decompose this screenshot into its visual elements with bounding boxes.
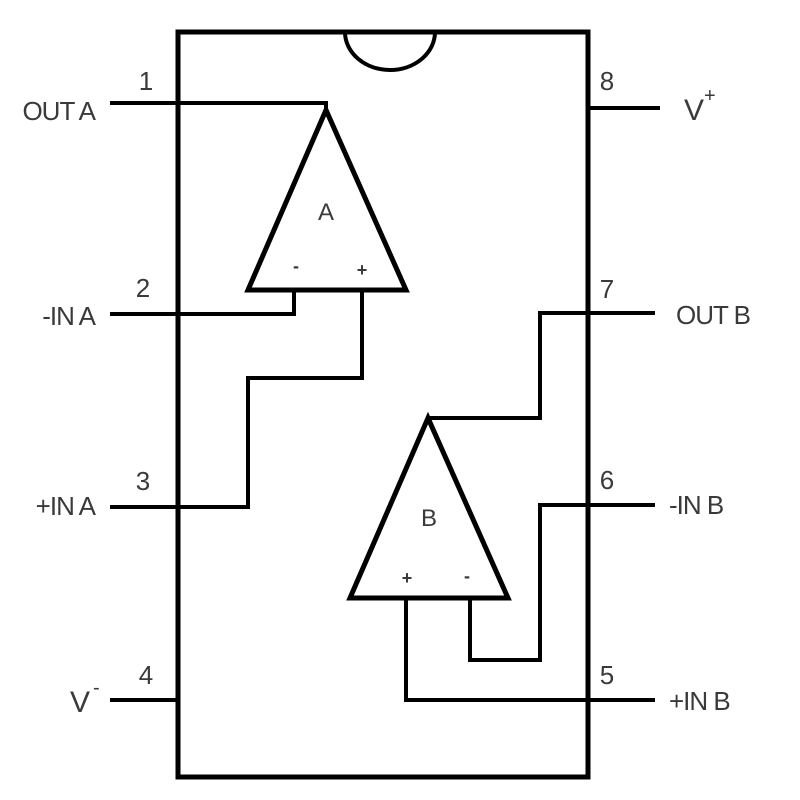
op-amp-a-noninverting-sign: + bbox=[357, 260, 368, 280]
pin-2-number: 2 bbox=[136, 273, 150, 303]
op-amp-b-triangle bbox=[346, 411, 512, 601]
ic-package-body bbox=[175, 29, 591, 780]
pin-5-number: 5 bbox=[600, 660, 614, 690]
pin-2-label: -IN A bbox=[42, 301, 96, 331]
ic-orientation-notch bbox=[343, 31, 437, 72]
pin-7-label: OUT B bbox=[676, 300, 750, 330]
op-amp-a-triangle bbox=[244, 103, 410, 293]
pin-8-number: 8 bbox=[600, 66, 614, 96]
op-amp-b-inverting-sign: - bbox=[464, 566, 470, 586]
wire-out-b bbox=[428, 311, 588, 420]
wire-in-a-inverting bbox=[178, 290, 296, 316]
op-amp-b-label: B bbox=[421, 505, 437, 532]
pin-1-number: 1 bbox=[139, 66, 153, 96]
pin-8-superscript: + bbox=[704, 85, 716, 107]
pin-4-superscript: - bbox=[93, 677, 100, 699]
pin-4-number: 4 bbox=[139, 660, 153, 690]
pin-1-label: OUT A bbox=[22, 96, 96, 126]
pin-3-label: +IN A bbox=[36, 491, 97, 521]
pin-8-label: V bbox=[684, 94, 704, 127]
pin-7-number: 7 bbox=[600, 274, 614, 304]
wire-in-b-noninverting bbox=[404, 598, 588, 702]
pin-6-number: 6 bbox=[600, 465, 614, 495]
op-amp-b-noninverting-sign: + bbox=[402, 568, 413, 588]
wire-in-a-noninverting bbox=[178, 290, 364, 509]
wire-out-a bbox=[178, 101, 328, 110]
op-amp-a-label: A bbox=[318, 199, 334, 226]
pin-4-label: V bbox=[70, 686, 90, 719]
pin-5-label: +IN B bbox=[669, 686, 730, 716]
pin-3-number: 3 bbox=[136, 466, 150, 496]
pin-6-label: -IN B bbox=[669, 490, 723, 520]
op-amp-a-inverting-sign: - bbox=[293, 256, 299, 276]
wire-in-b-inverting bbox=[468, 503, 588, 662]
